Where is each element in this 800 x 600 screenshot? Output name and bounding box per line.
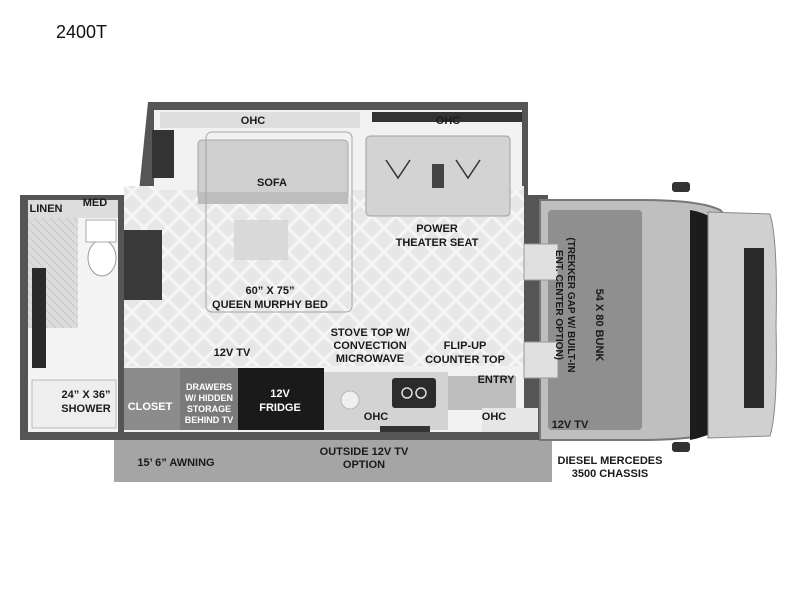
wall-mirror: [32, 268, 46, 368]
fridge: [238, 368, 324, 430]
power-theater-label-2: THEATER SEAT: [396, 237, 479, 249]
murphy-bed-outline: [205, 131, 353, 313]
closet-label: CLOSET: [128, 401, 173, 413]
bunk-option-label-1: (TREKKER GAP W/ BUILT-IN: [565, 237, 576, 372]
med-label: MED: [83, 197, 108, 209]
closet: [124, 368, 180, 430]
ohc-left-cabinet: [160, 112, 360, 128]
mirror-top: [672, 182, 690, 192]
bed-size-label: 60” X 75”: [246, 285, 295, 297]
ohc-right-cabinet: [372, 112, 522, 122]
shower: [31, 379, 117, 429]
drawers-label-2: W/ HIDDEN: [185, 393, 233, 403]
fridge-label-1: 12V: [270, 388, 290, 400]
grille: [744, 248, 764, 408]
drawers-label-3: STORAGE: [187, 404, 231, 414]
drawers: [180, 368, 238, 430]
power-theater-label-1: POWER: [416, 223, 458, 235]
drawers-label-1: DRAWERS: [186, 382, 232, 392]
kitchen-tv-label: 12V TV: [214, 347, 251, 359]
cab-tv-label: 12V TV: [552, 419, 589, 431]
kitchen-ohc-label: OHC: [364, 411, 389, 423]
linen-label: LINEN: [30, 203, 63, 215]
rear-cabinet: [124, 230, 162, 300]
bunk-size-label: 54 X 80 BUNK: [593, 289, 605, 362]
sofa: [197, 139, 349, 201]
cab-bunk: [548, 210, 642, 430]
stove-label-3: MICROWAVE: [336, 353, 404, 365]
shower-label: SHOWER: [61, 403, 111, 415]
drawers-label-4: BEHIND TV: [185, 415, 234, 425]
stove-label-2: CONVECTION: [333, 340, 406, 352]
bed-pillow: [234, 220, 288, 260]
outside-tv-label-2: OPTION: [343, 459, 385, 471]
ohc-left-label: OHC: [241, 115, 266, 127]
fridge-label-2: FRIDGE: [259, 402, 301, 414]
passenger-seat: [523, 341, 559, 379]
mirror-bottom: [672, 442, 690, 452]
bunk-option-label-2: ENT. CENTER OPTION): [553, 250, 564, 360]
flip-up-counter: [448, 376, 516, 410]
entry-ohc-label: OHC: [482, 411, 507, 423]
ohc-right-label: OHC: [436, 115, 461, 127]
entry-step: [482, 408, 538, 432]
chassis-label-2: 3500 CHASSIS: [572, 468, 648, 480]
entry-label: ENTRY: [478, 374, 516, 386]
bed-type-label: QUEEN MURPHY BED: [212, 299, 328, 311]
outside-tv-label-1: OUTSIDE 12V TV: [320, 446, 409, 458]
awning: [114, 440, 552, 482]
model-title: 2400T: [56, 22, 107, 42]
hood: [707, 211, 777, 439]
kitchen-sink-icon: [340, 390, 360, 410]
toilet-icon: [87, 239, 117, 277]
sofa-label: SOFA: [257, 177, 287, 189]
driver-seat: [523, 243, 559, 281]
stove-label-1: STOVE TOP W/: [331, 327, 410, 339]
flipup-label-1: FLIP-UP: [444, 340, 487, 352]
shower-size-label: 24” X 36”: [62, 389, 111, 401]
flipup-label-2: COUNTER TOP: [425, 354, 505, 366]
awning-label: 15’ 6” AWNING: [137, 457, 214, 469]
sink-icon: [85, 219, 117, 243]
stove-top-icon: [392, 378, 436, 408]
chassis-label-1: DIESEL MERCEDES: [558, 455, 663, 467]
